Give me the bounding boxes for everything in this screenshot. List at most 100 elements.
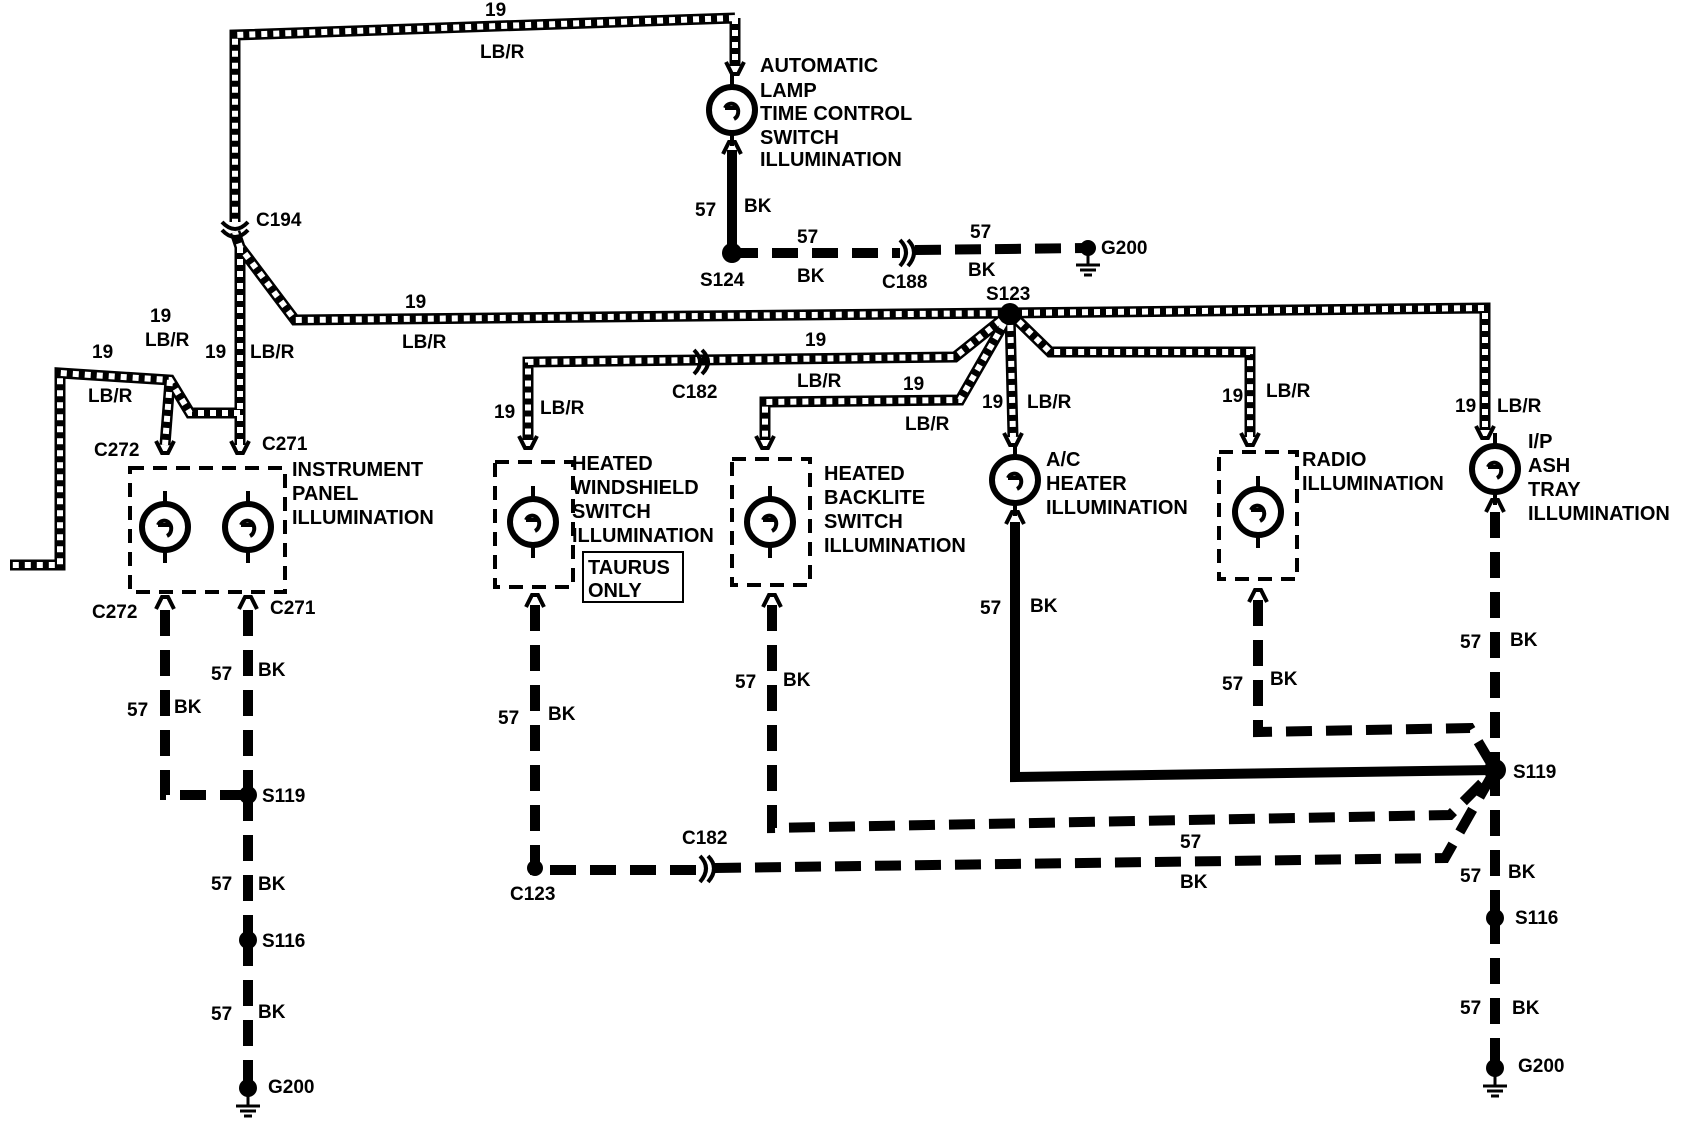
heated-backlite-title: HEATED BACKLITE SWITCH ILLUMINATION [824,463,966,557]
wire-color-label: BK [1030,596,1058,617]
component-titles: AUTOMATIC LAMP TIME CONTROL SWITCH ILLUM… [292,55,1670,602]
wire-circuit-label: 57 [211,664,232,685]
connector-label: C182 [672,382,717,403]
bulb-icon [225,491,271,563]
wire-circuit-label: 19 [903,374,924,395]
wire-circuit-label: 19 [150,306,171,327]
wire-circuit-label: 19 [982,392,1003,413]
wire-circuit-label: 57 [970,222,991,243]
bulb-icon [1235,476,1281,548]
taurus-only-box [582,551,684,603]
ash-tray-title: I/P ASH TRAY ILLUMINATION [1528,431,1670,525]
wire-circuit-label: 19 [494,402,515,423]
wire-label-group: 19 LB/R 19 LB/R 19 LB/R 19 LB/R 19 LB/R … [88,0,1542,1025]
instrument-panel-title: INSTRUMENT PANEL ILLUMINATION [292,459,434,529]
wire-color-label: BK [1510,630,1538,651]
wire-color-label: BK [258,874,286,895]
s119-right-dot [1484,759,1506,781]
splice-label: S124 [700,270,745,291]
ground-label: G200 [268,1077,314,1098]
wire-circuit-label: 19 [205,342,226,363]
lbr-wires [10,12,1491,571]
heated-windshield-box [493,460,575,589]
splice-label: S119 [1513,762,1556,783]
wire-color-label: BK [548,704,576,725]
ground-label: G200 [1518,1056,1564,1077]
wire-c182-s119 [714,767,1500,873]
bk-wires [160,150,1500,1088]
wire-circuit-label: 19 [405,292,426,313]
connector-label: C272 [92,602,137,623]
wire-c188-g200 [914,243,1089,255]
ac-heater-title: A/C HEATER ILLUMINATION [1046,449,1188,519]
connector-label: C271 [270,598,316,619]
wire-circuit-label: 19 [805,330,826,351]
wire-color-label: LB/R [1027,392,1072,413]
s116-left-dot [239,931,257,949]
ref-label-group: C194 C272 C271 C272 C271 C182 C182 C188 … [92,210,1564,1098]
wire-circuit-label: 57 [980,598,1001,619]
c194-symbol [220,220,250,239]
wire-circuit-label: 19 [1222,386,1243,407]
wire-color-label: BK [783,670,811,691]
wire-circuit-label: 57 [1180,832,1201,853]
bulb-icon [142,491,188,563]
s123-dot [1000,303,1020,323]
splice-label: S123 [986,284,1030,305]
bulb-icon [992,444,1038,516]
connector-label: C182 [682,828,727,849]
wire-circuit-label: 19 [1455,396,1476,417]
splice-dots [239,240,1506,1097]
wire-circuit-label: 57 [127,700,148,721]
radio-box [1217,450,1299,581]
wire-color-label: LB/R [402,332,447,353]
connector-label: C194 [256,210,302,231]
wire-radio-gnd [1253,600,1500,773]
wire-color-label: BK [797,266,825,287]
wire-s123-hws [522,308,1014,440]
wire-color-label: BK [1180,872,1208,893]
wire-circuit-label: 57 [498,708,519,729]
wire-hws-gnd [530,605,700,875]
connector-label: C123 [510,884,555,905]
wire-c272-drop [159,379,176,446]
connector-label: C188 [882,272,927,293]
wire-color-label: BK [744,196,772,217]
wire-circuit-label: 19 [92,342,113,363]
wire-color-label: BK [174,697,202,718]
wire-color-label: LB/R [88,386,133,407]
wire-color-label: BK [1508,862,1536,883]
wire-color-label: BK [258,1002,286,1023]
wire-circuit-label: 57 [735,672,756,693]
wire-color-label: LB/R [1497,396,1542,417]
heated-windshield-title: HEATED WINDSHIELD SWITCH ILLUMINATION [572,453,714,547]
wire-color-label: BK [258,660,286,681]
wire-circuit-label: 57 [1460,866,1481,887]
instrument-panel-box [128,466,287,594]
wire-circuit-label: 57 [1222,674,1243,695]
wire-c272-s119 [160,610,250,800]
splice-label: S119 [262,786,305,807]
splice-label: S116 [262,931,305,952]
s124-dot [722,243,742,263]
bulb-icon [1472,433,1518,505]
c182-bottom-symbol [698,854,716,884]
wire-ac-gnd [1010,522,1496,783]
wire-color-label: BK [1270,669,1298,690]
wire-color-label: LB/R [905,414,950,435]
wire-circuit-label: 57 [1460,632,1481,653]
bulb-icon [709,74,755,146]
c188-symbol [898,238,916,268]
bulb-icon [747,486,793,558]
component-boxes [128,450,1299,594]
connector-label: C272 [94,440,139,461]
radio-title: RADIO ILLUMINATION [1302,449,1444,495]
wire-circuit-label: 19 [485,0,506,21]
wire-color-label: LB/R [480,42,525,63]
inline-connectors [220,220,916,884]
wire-s123-radio [1006,309,1256,437]
wire-hbs-gnd [767,605,1499,834]
splice-label: S116 [1515,908,1558,929]
s116-right-dot [1486,909,1504,927]
